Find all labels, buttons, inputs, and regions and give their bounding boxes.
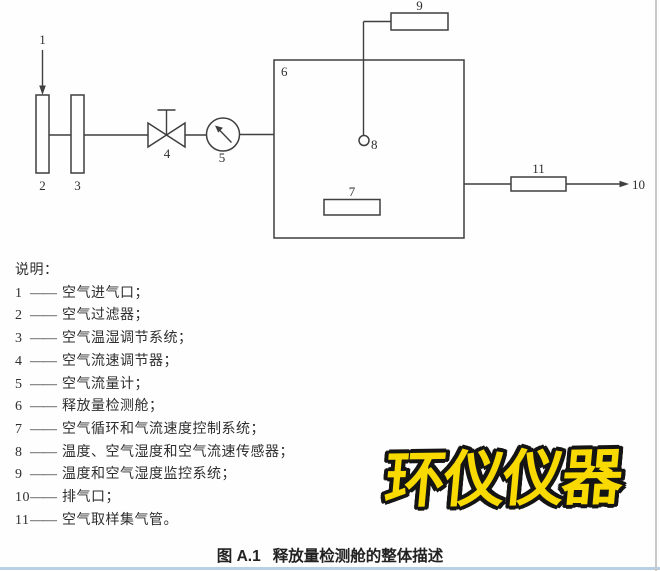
circulation-control-box bbox=[323, 198, 381, 216]
legend-item-7: 7 —— 空气循环和气流速度控制系统； bbox=[15, 419, 294, 442]
legend-item-num: 1 bbox=[15, 285, 23, 301]
outlet-arrowhead-icon bbox=[619, 180, 629, 188]
legend-item-dash: —— bbox=[30, 353, 57, 369]
legend-item-9: 9 —— 温度和空气湿度监控系统； bbox=[15, 464, 294, 487]
diagram-label-8: 8 bbox=[371, 137, 378, 152]
figure-title: 释放量检测舱的整体描述 bbox=[272, 548, 444, 565]
legend-item-label: 排气口； bbox=[62, 490, 120, 506]
legend-heading: 说明： bbox=[15, 263, 59, 278]
legend-item-num: 11 bbox=[15, 512, 30, 528]
legend-item-num: 9 bbox=[15, 467, 23, 483]
legend-item-1: 1 —— 空气进气口； bbox=[15, 283, 294, 306]
diagram-label-6: 6 bbox=[281, 64, 288, 79]
diagram-label-4: 4 bbox=[164, 146, 171, 161]
sensor-circle bbox=[358, 134, 370, 147]
legend-item-label: 空气温湿调节系统； bbox=[62, 331, 193, 347]
bottom-rule bbox=[0, 567, 660, 570]
legend-item-label: 空气进气口； bbox=[62, 285, 149, 301]
diagram-label-9: 9 bbox=[416, 0, 423, 13]
legend-item-dash: —— bbox=[30, 331, 57, 347]
legend-item-3: 3 —— 空气温湿调节系统； bbox=[15, 328, 294, 351]
diagram-label-2: 2 bbox=[39, 178, 46, 193]
diagram-label-10: 10 bbox=[632, 177, 645, 192]
diagram-label-11: 11 bbox=[532, 161, 545, 176]
diagram-label-5: 5 bbox=[219, 150, 226, 165]
legend-item-label: 空气流速调节器； bbox=[62, 353, 178, 369]
legend-item-num: 10 bbox=[15, 490, 30, 506]
legend-item-4: 4 —— 空气流速调节器； bbox=[15, 351, 294, 374]
legend-item-dash: —— bbox=[30, 467, 57, 483]
legend-item-dash: —— bbox=[30, 490, 57, 506]
legend-item-dash: —— bbox=[30, 421, 57, 437]
legend-item-label: 空气取样集气管。 bbox=[62, 512, 178, 528]
legend-item-num: 2 bbox=[15, 308, 23, 324]
temp-humidity-conditioner-box bbox=[70, 94, 85, 174]
legend: 说明： 1 —— 空气进气口； 2 —— 空气过滤器； 3 —— 空气温湿调节系统； 4 ——… bbox=[15, 260, 294, 532]
legend-item-dash: —— bbox=[30, 376, 57, 392]
legend-item-num: 7 bbox=[15, 421, 23, 437]
legend-item-10: 10—— 排气口； bbox=[15, 487, 294, 510]
legend-item-label: 温度和空气湿度监控系统； bbox=[62, 467, 236, 483]
air-filter-box bbox=[35, 94, 50, 174]
watermark-text: 环仪仪器 bbox=[381, 443, 625, 515]
legend-item-label: 空气流量计； bbox=[62, 376, 149, 392]
page-edge-rule bbox=[655, 0, 657, 571]
legend-item-num: 8 bbox=[15, 444, 23, 460]
legend-item-dash: —— bbox=[30, 308, 57, 324]
figure-caption: 图 A.1 释放量检测舱的整体描述 bbox=[0, 544, 660, 566]
legend-item-label: 空气过滤器； bbox=[62, 308, 149, 324]
sampling-manifold-box bbox=[510, 176, 567, 192]
legend-item-num: 4 bbox=[15, 353, 23, 369]
legend-item-dash: —— bbox=[30, 285, 57, 301]
legend-item-label: 温度、空气湿度和空气流速传感器； bbox=[62, 444, 294, 460]
figure-number: 图 A.1 bbox=[216, 548, 261, 565]
legend-item-5: 5 —— 空气流量计； bbox=[15, 374, 294, 397]
inlet-arrowhead-icon bbox=[39, 85, 46, 95]
diagram-label-7: 7 bbox=[349, 184, 356, 199]
valve-icon bbox=[147, 109, 186, 149]
monitoring-system-box bbox=[390, 12, 449, 31]
legend-item-label: 释放量检测舱； bbox=[62, 399, 164, 415]
legend-item-num: 6 bbox=[15, 399, 23, 415]
legend-item-dash: —— bbox=[30, 444, 57, 460]
legend-item-6: 6 —— 释放量检测舱； bbox=[15, 396, 294, 419]
legend-item-8: 8 —— 温度、空气湿度和空气流速传感器； bbox=[15, 442, 294, 465]
schematic-diagram: 1 2 3 4 5 6 9 bbox=[0, 0, 660, 252]
diagram-label-1: 1 bbox=[39, 32, 46, 47]
legend-item-dash: —— bbox=[30, 399, 57, 415]
legend-item-num: 5 bbox=[15, 376, 23, 392]
legend-item-num: 3 bbox=[15, 331, 23, 347]
legend-item-11: 11—— 空气取样集气管。 bbox=[15, 510, 294, 533]
legend-item-label: 空气循环和气流速度控制系统； bbox=[62, 421, 265, 437]
legend-item-dash: —— bbox=[30, 512, 57, 528]
legend-item-2: 2 —— 空气过滤器； bbox=[15, 305, 294, 328]
diagram-label-3: 3 bbox=[74, 178, 81, 193]
flow-meter-icon bbox=[205, 117, 241, 152]
